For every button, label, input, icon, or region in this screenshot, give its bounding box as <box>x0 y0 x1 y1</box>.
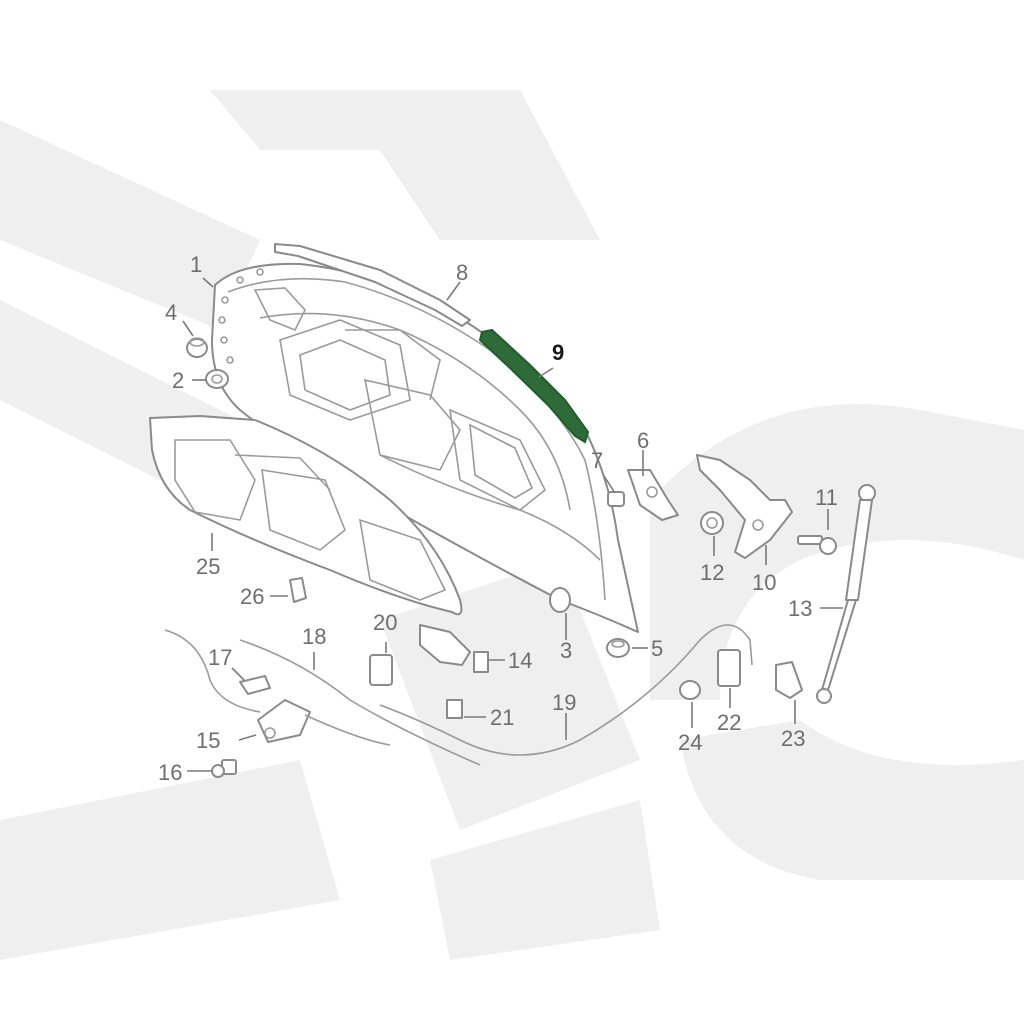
part-4-bump-stop <box>186 337 208 358</box>
callout-9: 9 <box>552 340 564 365</box>
callout-8: 8 <box>456 260 468 285</box>
part-20-latch-plate <box>369 654 393 686</box>
part-21-clip <box>446 699 463 719</box>
part-26-bracket <box>289 577 307 603</box>
callout-15: 15 <box>196 728 220 753</box>
callout-5: 5 <box>651 636 663 661</box>
callout-24: 24 <box>678 730 702 755</box>
callout-16: 16 <box>158 760 182 785</box>
callout-23: 23 <box>781 726 805 751</box>
leader-lines <box>182 277 843 772</box>
part-10-hinge <box>696 454 793 559</box>
callout-10: 10 <box>752 570 776 595</box>
callout-25: 25 <box>196 554 220 579</box>
callout-3: 3 <box>560 638 572 663</box>
callout-2: 2 <box>172 368 184 393</box>
callout-12: 12 <box>700 560 724 585</box>
callout-6: 6 <box>637 428 649 453</box>
part-24-bushing <box>679 680 701 700</box>
part-6-bracket <box>627 469 679 521</box>
callout-19: 19 <box>552 690 576 715</box>
seal-strip-8 <box>274 243 471 327</box>
part-22-bracket <box>717 649 741 687</box>
callout-14: 14 <box>508 648 532 673</box>
part-17-handle <box>239 675 271 695</box>
part-2-grommet <box>205 369 229 389</box>
part-23-bracket <box>775 661 803 699</box>
callout-26: 26 <box>240 584 264 609</box>
callout-7: 7 <box>591 448 603 473</box>
insulation-pad <box>149 415 463 616</box>
highlighted-seal-9 <box>478 328 590 444</box>
callout-4: 4 <box>165 300 177 325</box>
part-7-clip <box>607 491 625 507</box>
part-3-grommet <box>549 587 571 613</box>
part-15-release-lever <box>257 699 311 743</box>
part-12-bushing <box>700 511 724 535</box>
part-13-gas-strut <box>816 484 876 704</box>
callout-17: 17 <box>208 645 232 670</box>
callout-20: 20 <box>373 610 397 635</box>
release-cables <box>164 624 753 766</box>
part-14-latch <box>419 624 489 673</box>
callout-22: 22 <box>717 710 741 735</box>
callout-21: 21 <box>490 705 514 730</box>
part-5-bump-stop <box>606 638 630 658</box>
part-16-bolt <box>211 759 237 778</box>
callout-18: 18 <box>302 624 326 649</box>
callout-13: 13 <box>788 596 812 621</box>
callout-1: 1 <box>190 252 202 277</box>
callout-11: 11 <box>815 485 838 510</box>
part-11-bolt <box>797 535 837 555</box>
callout-labels: 1 2 3 4 5 6 7 8 9 10 11 12 13 14 15 16 1… <box>158 252 838 785</box>
